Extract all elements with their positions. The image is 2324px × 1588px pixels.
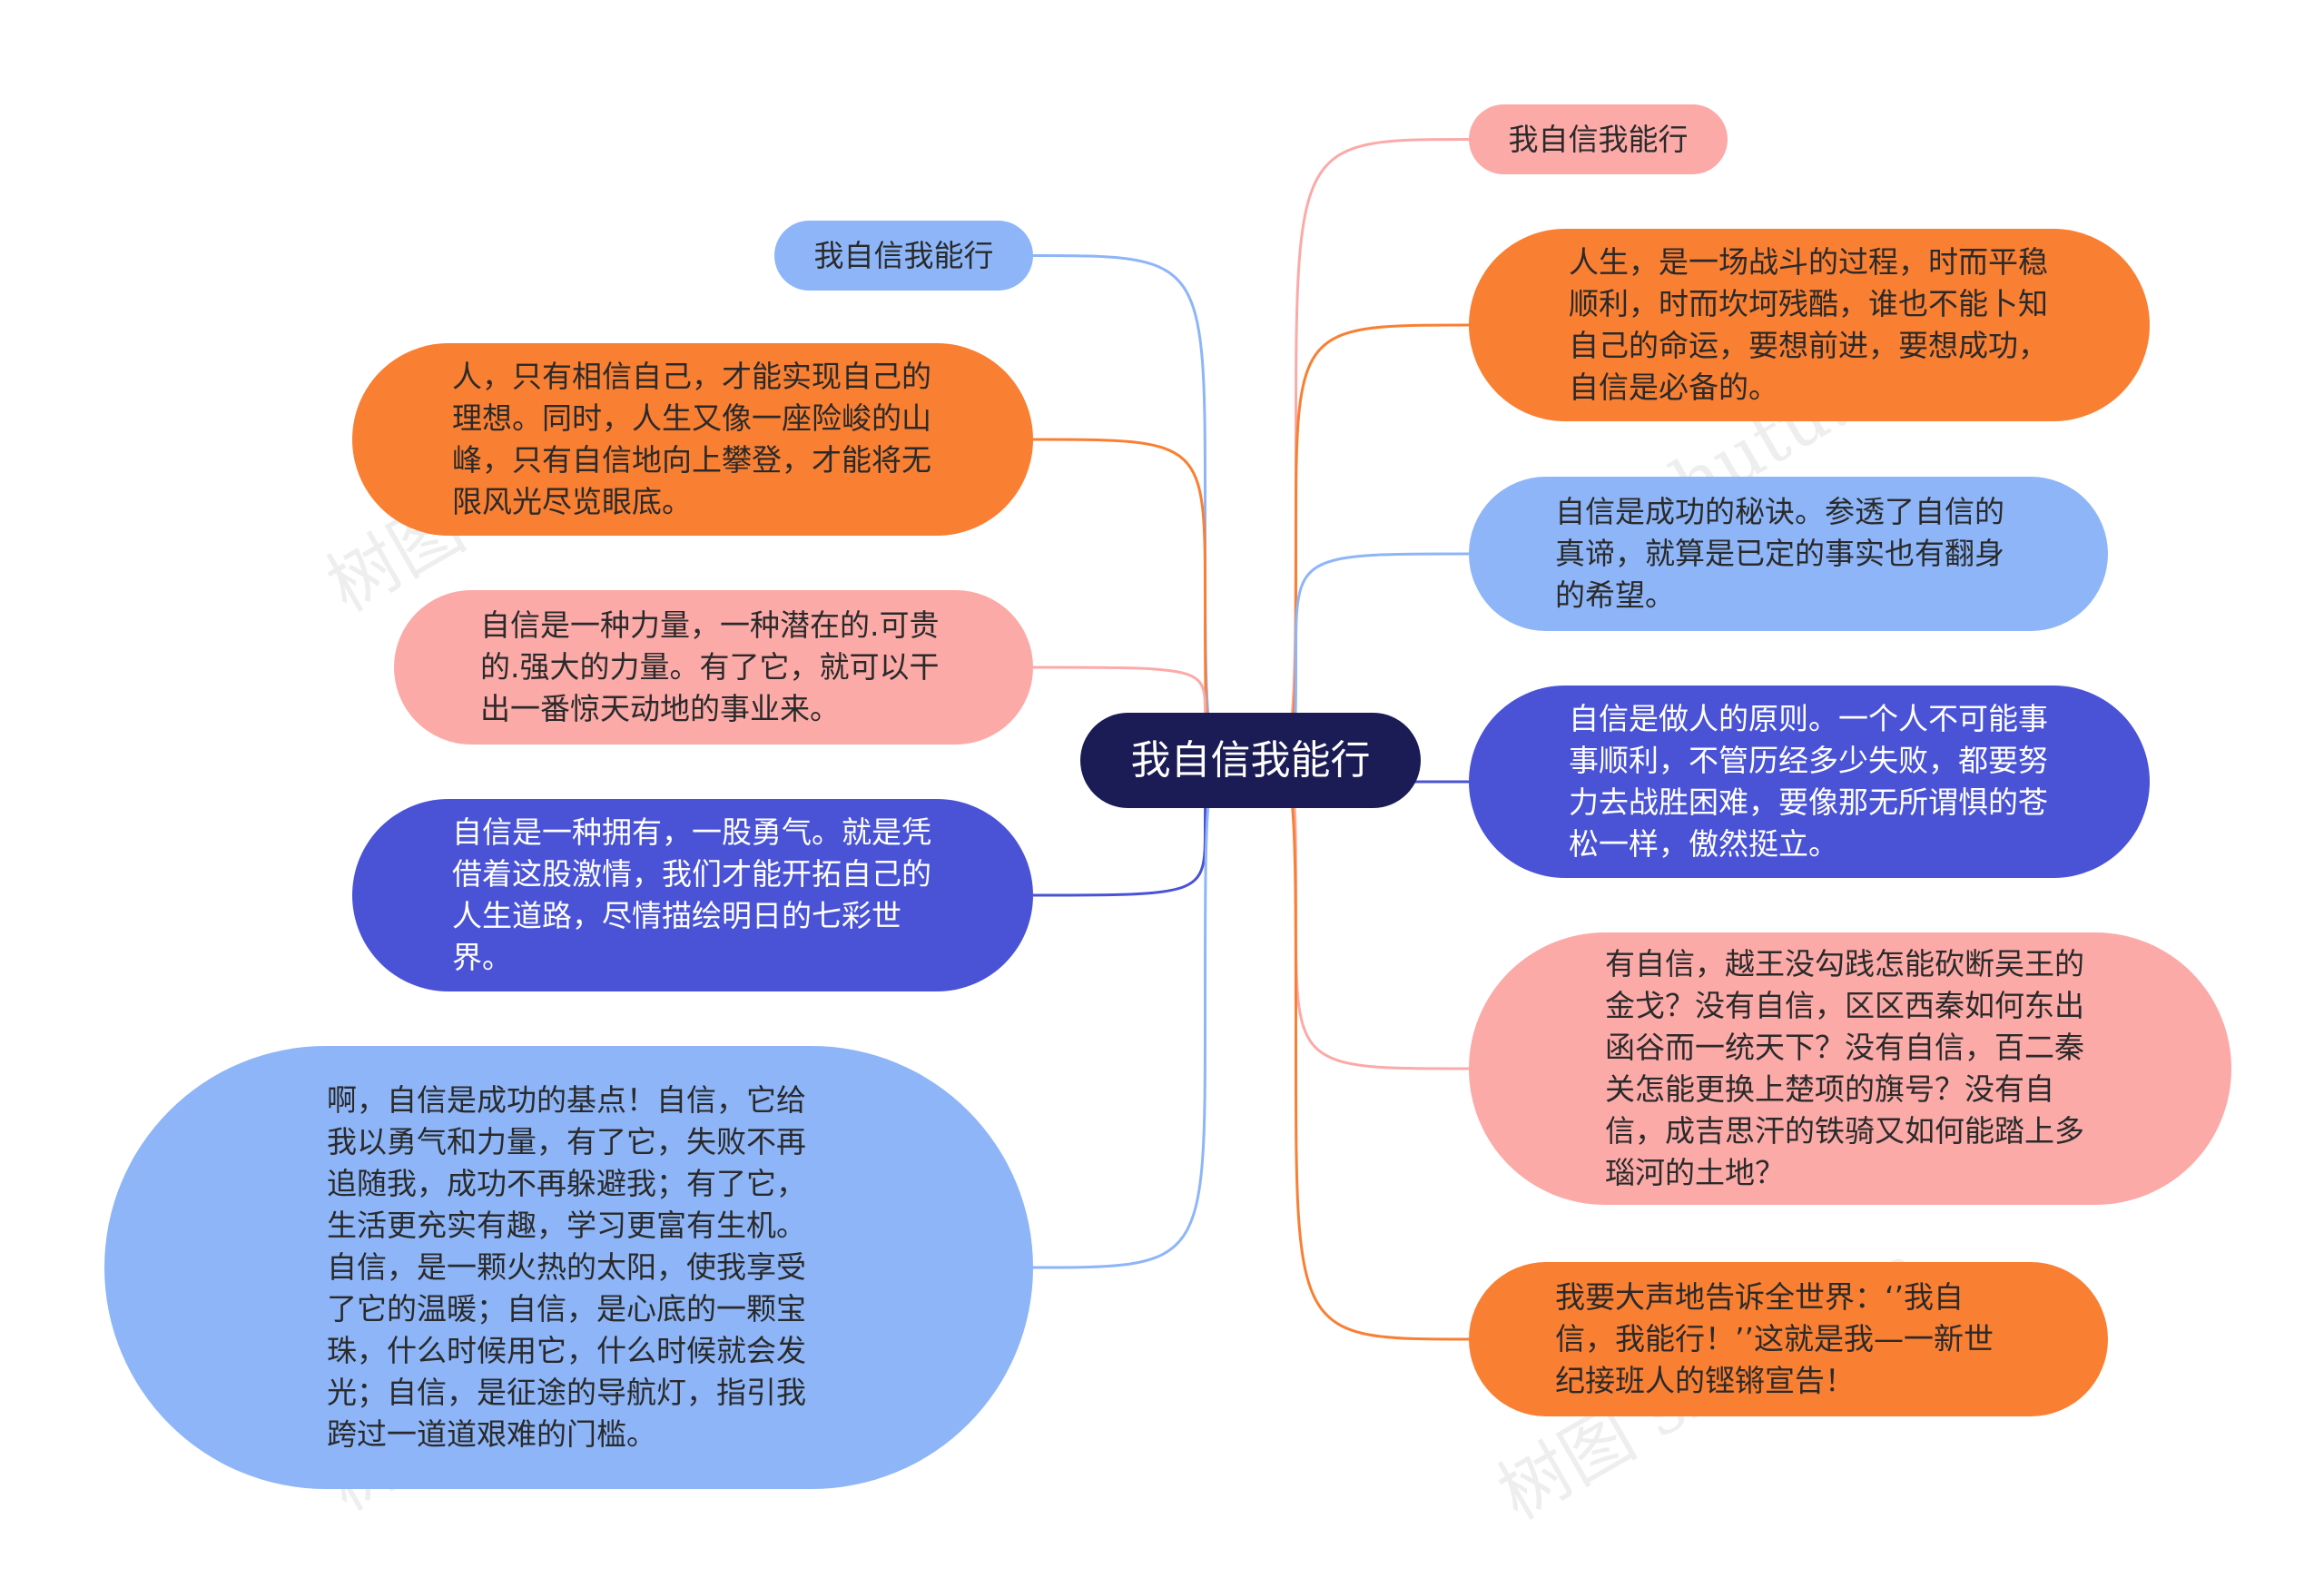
right-node-3[interactable]: 自信是成功的秘诀。参透了自信的真谛，就算是已定的事实也有翻身的希望。: [1469, 477, 2108, 631]
right-node-5-text: 有自信，越王没勾践怎能砍断吴王的金戈？没有自信，区区西秦如何东出函谷而一统天下？…: [1605, 946, 2084, 1190]
left-node-5-text: 啊，自信是成功的基点！自信，它给我以勇气和力量，有了它，失败不再追随我，成功不再…: [327, 1082, 806, 1452]
right-node-2-text: 人生，是一场战斗的过程，时而平稳顺利，时而坎坷残酷，谁也不能卜知自己的命运，要想…: [1569, 244, 2048, 405]
left-node-4[interactable]: 自信是一种拥有，一股勇气。就是凭借着这股激情，我们才能开拓自己的人生道路，尽情描…: [352, 799, 1033, 991]
right-node-3-text: 自信是成功的秘诀。参透了自信的真谛，就算是已定的事实也有翻身的希望。: [1555, 494, 2004, 613]
left-connector-1: [1032, 254, 1242, 762]
right-node-2[interactable]: 人生，是一场战斗的过程，时而平稳顺利，时而坎坷残酷，谁也不能卜知自己的命运，要想…: [1469, 229, 2150, 421]
left-node-5[interactable]: 啊，自信是成功的基点！自信，它给我以勇气和力量，有了它，失败不再追随我，成功不再…: [104, 1046, 1033, 1489]
right-connector-6: [1259, 759, 1470, 1341]
root-node-label: 我自信我能行: [1130, 736, 1371, 784]
right-node-6-text: 我要大声地告诉全世界：‘’我自信，我能行！’’这就是我—一新世纪接班人的铿锵宣告…: [1555, 1279, 1994, 1398]
right-connector-1: [1259, 138, 1470, 762]
left-node-2[interactable]: 人，只有相信自己，才能实现自己的理想。同时，人生又像一座险峻的山峰，只有自信地向…: [352, 343, 1033, 536]
right-node-5[interactable]: 有自信，越王没勾践怎能砍断吴王的金戈？没有自信，区区西秦如何东出函谷而一统天下？…: [1469, 932, 2231, 1205]
left-node-2-text: 人，只有相信自己，才能实现自己的理想。同时，人生又像一座险峻的山峰，只有自信地向…: [452, 359, 931, 519]
root-node[interactable]: 我自信我能行: [1080, 713, 1421, 808]
right-connector-2: [1259, 323, 1470, 762]
left-node-3-text: 自信是一种力量，一种潜在的.可贵的.强大的力量。有了它，就可以干出一番惊天动地的…: [480, 607, 940, 726]
right-node-4-text: 自信是做人的原则。一个人不可能事事顺利，不管历经多少失败，都要努力去战胜困难，要…: [1569, 701, 2048, 862]
right-node-6[interactable]: 我要大声地告诉全世界：‘’我自信，我能行！’’这就是我—一新世纪接班人的铿锵宣告…: [1469, 1262, 2108, 1416]
right-node-1[interactable]: 我自信我能行: [1469, 104, 1728, 174]
left-node-1-text: 我自信我能行: [813, 237, 994, 273]
right-node-1-text: 我自信我能行: [1508, 121, 1689, 157]
left-node-3[interactable]: 自信是一种力量，一种潜在的.可贵的.强大的力量。有了它，就可以干出一番惊天动地的…: [394, 590, 1033, 745]
left-connector-5: [1032, 759, 1242, 1269]
left-node-1[interactable]: 我自信我能行: [774, 221, 1033, 291]
right-node-4[interactable]: 自信是做人的原则。一个人不可能事事顺利，不管历经多少失败，都要努力去战胜困难，要…: [1469, 686, 2150, 878]
left-node-4-text: 自信是一种拥有，一股勇气。就是凭借着这股激情，我们才能开拓自己的人生道路，尽情描…: [452, 814, 931, 975]
